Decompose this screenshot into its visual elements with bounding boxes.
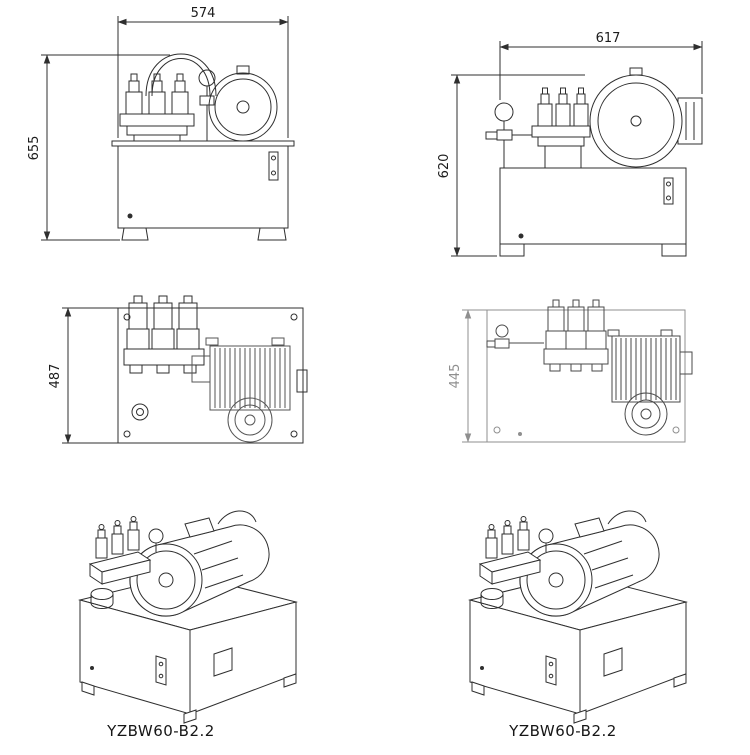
valve-bank (543, 299, 609, 372)
hose-loop (145, 53, 217, 97)
motor (191, 337, 291, 443)
valve-bank (119, 73, 195, 141)
front-right-height-dim-label: 620 (437, 154, 452, 179)
plan-right-height-dim-label: 445 (448, 364, 463, 389)
plan-view-right: 445 (448, 299, 693, 443)
valve-bank (531, 87, 591, 168)
tank (111, 140, 295, 241)
plan-view-left: 487 (48, 295, 308, 444)
width-dimension: 574 (117, 6, 289, 138)
isometric-view-left (79, 510, 297, 724)
front-left-width-dim-label: 574 (191, 6, 216, 21)
level-gauge (663, 177, 674, 205)
plan-left-height-dim-label: 487 (48, 364, 63, 389)
tank-outline (486, 309, 686, 443)
front-view-right: 617 620 (437, 31, 703, 257)
height-dimension: 445 (448, 309, 487, 443)
pressure-gauge (486, 324, 544, 349)
front-right-width-dim-label: 617 (596, 31, 621, 46)
front-left-height-dim-label: 655 (27, 136, 42, 161)
motor (589, 67, 703, 168)
motor (208, 65, 278, 142)
height-dimension: 655 (27, 54, 170, 241)
pressure-gauge (485, 102, 532, 168)
model-label-left: YZBW60-B2.2 (106, 722, 215, 740)
height-dimension: 487 (48, 307, 118, 444)
level-gauge (268, 151, 279, 181)
motor (607, 329, 693, 436)
tank (499, 167, 687, 257)
pressure-gauge (198, 69, 216, 141)
tank-outline (117, 307, 308, 444)
model-label-right: YZBW60-B2.2 (508, 722, 617, 740)
valve-bank (123, 295, 205, 374)
height-dimension: 620 (437, 74, 585, 257)
isometric-view-right (469, 510, 687, 724)
front-view-left: 574 655 (27, 6, 295, 241)
width-dimension: 617 (499, 31, 703, 100)
